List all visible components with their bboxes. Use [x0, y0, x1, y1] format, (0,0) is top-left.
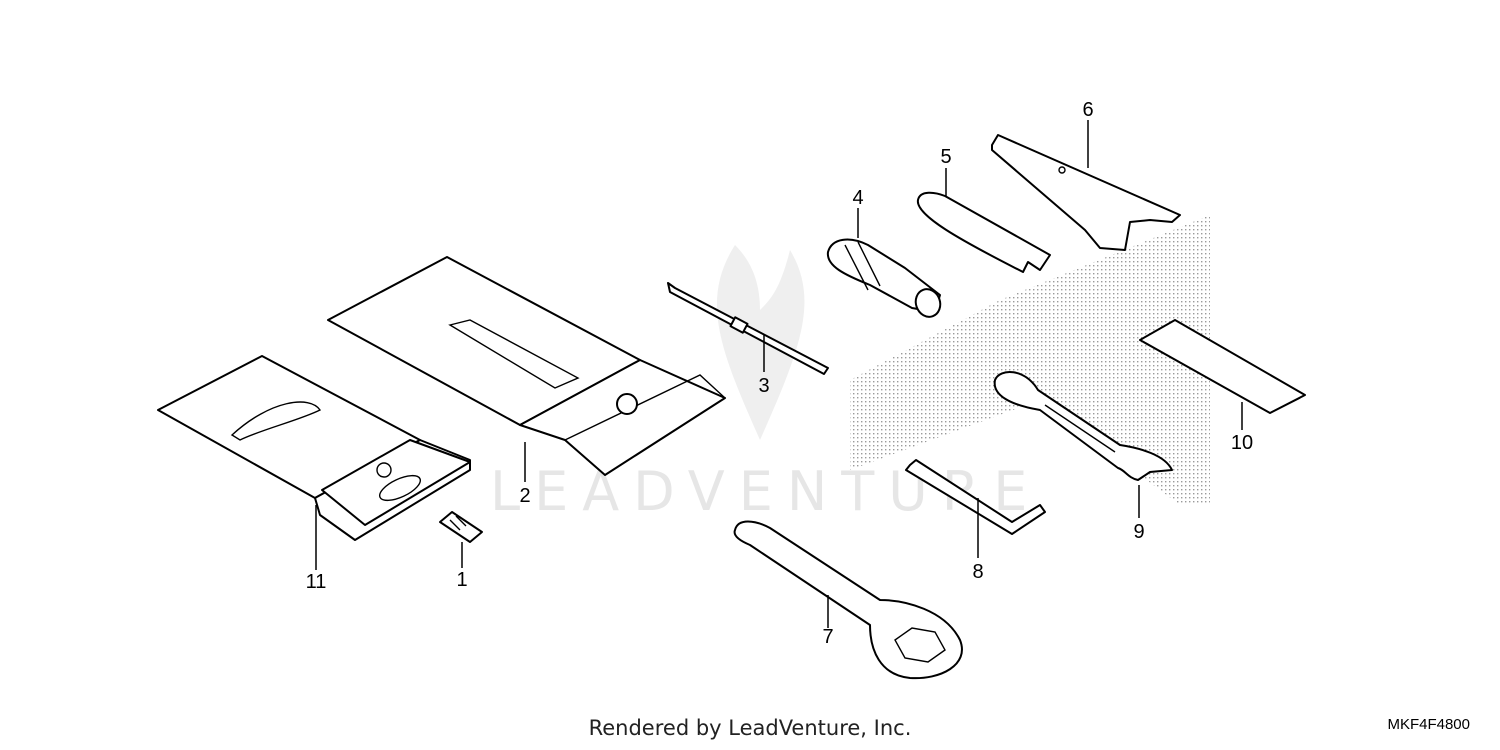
hook-wrench-6	[991, 134, 1181, 251]
callout-9: 9	[1133, 521, 1144, 543]
pin-spanner-5	[916, 191, 1051, 273]
screwdriver-blade-3	[667, 282, 829, 375]
callout-2: 2	[519, 485, 530, 507]
callout-6: 6	[1082, 99, 1093, 121]
stipple-shading	[850, 215, 1210, 505]
tool-pouch-2	[327, 256, 727, 476]
footer-credit: Rendered by LeadVenture, Inc.	[588, 716, 912, 740]
callouts: 1 2 3 4 5 6 7 8 9 10 11	[306, 99, 1254, 648]
watermark-text: LEADVENTURE	[490, 460, 1041, 523]
hex-key-8	[905, 459, 1046, 535]
tool-10	[1139, 319, 1306, 414]
leader-lines	[315, 120, 1243, 628]
callout-7: 7	[822, 626, 833, 648]
ring-spanner-7	[733, 520, 963, 680]
fuse-puller-1	[439, 511, 483, 543]
screwdriver-handle-4	[826, 238, 942, 318]
callout-10: 10	[1231, 432, 1253, 454]
callout-5: 5	[940, 146, 951, 168]
watermark: LEADVENTURE	[490, 245, 1041, 523]
callout-1: 1	[456, 569, 467, 591]
open-end-wrench-9	[993, 371, 1173, 481]
callout-8: 8	[972, 561, 983, 583]
tool-bag-11	[157, 355, 471, 541]
callout-3: 3	[758, 375, 769, 397]
callout-4: 4	[852, 187, 863, 209]
callout-11: 11	[306, 571, 327, 593]
diagram-code: MKF4F4800	[1387, 716, 1470, 733]
